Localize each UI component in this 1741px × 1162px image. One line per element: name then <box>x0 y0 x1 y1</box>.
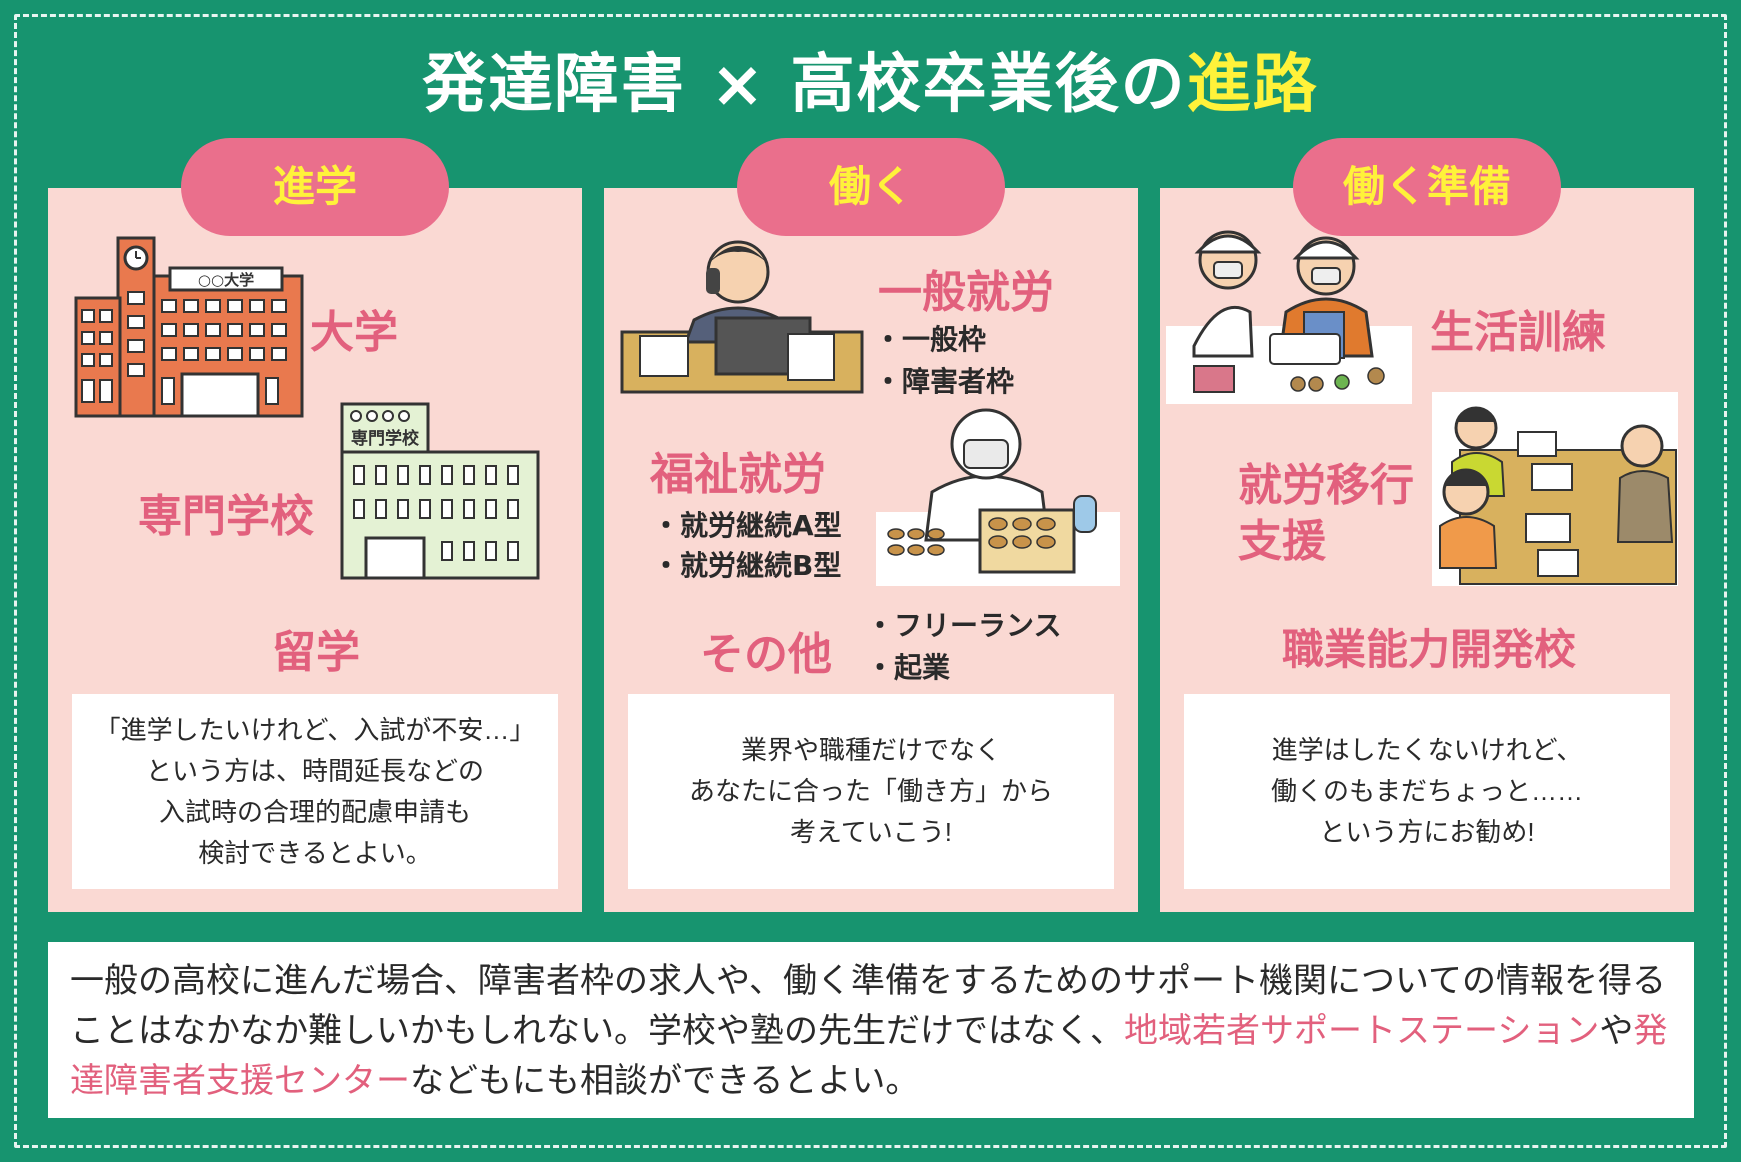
advice-text-3: などもにも相談ができるとよい。 <box>410 1062 920 1100</box>
bullet-general-quota: ・一般枠 <box>874 323 987 356</box>
bullet-disability-quota: ・障害者枠 <box>874 365 1015 398</box>
vocational-school-illustration: 専門学校 <box>340 402 540 580</box>
cooking-training-illustration <box>1166 230 1412 404</box>
page-title: 発達障害 × 高校卒業後の進路 <box>0 40 1741 130</box>
heading-work: 働く <box>737 138 1005 236</box>
label-vocational-training-school: 職業能力開発校 <box>1282 625 1577 674</box>
advice-text-1: 一般の高校に進んだ場合、障害者枠の求人や、働く準備をするためのサポート機関につい… <box>70 962 1666 1050</box>
note-text: 進学はしたくないけれど、 働くのもまだちょっと…… という方にお勧め! <box>1270 735 1583 847</box>
dashed-frame <box>14 14 1727 1148</box>
note-further-education: 「進学したいけれど、入試が不安…」 という方は、時間延長などの 入試時の合理的配… <box>72 694 558 889</box>
note-text: 「進学したいけれど、入試が不安…」 という方は、時間延長などの 入試時の合理的配… <box>94 714 536 868</box>
label-welfare-employment: 福祉就労 <box>650 449 826 500</box>
bullet-startup: ・起業 <box>866 651 951 684</box>
advice-link-youth-support-station: 地域若者サポートステーション <box>1124 1012 1600 1050</box>
advice-link-developmental-disability-center: 発達障害者支援センター <box>70 1012 1668 1100</box>
note-text: 業界や職種だけでなく あなたに合った「働き方」から 考えていこう! <box>688 735 1053 847</box>
job-transition-support-illustration <box>1432 392 1678 586</box>
note-work-preparation: 進学はしたくないけれど、 働くのもまだちょっと…… という方にお勧め! <box>1184 694 1670 889</box>
office-worker-illustration <box>620 240 864 394</box>
label-life-training: 生活訓練 <box>1430 307 1606 358</box>
university-building-illustration: ○○大学 <box>74 236 304 418</box>
label-study-abroad: 留学 <box>272 627 360 678</box>
bottom-advice-box: 一般の高校に進んだ場合、障害者枠の求人や、働く準備をするためのサポート機関につい… <box>48 942 1694 1118</box>
heading-work-preparation: 働く準備 <box>1293 138 1561 236</box>
bakery-worker-illustration <box>876 408 1120 586</box>
title-highlight: 進路 <box>1186 48 1319 122</box>
advice-text-2: や <box>1599 1012 1634 1050</box>
title-main: 発達障害 × 高校卒業後の <box>422 48 1187 122</box>
university-sign: ○○大学 <box>198 271 254 289</box>
label-other: その他 <box>700 629 832 680</box>
bullet-freelance: ・フリーランス <box>866 609 1062 642</box>
label-vocational-school: 専門学校 <box>138 491 314 542</box>
label-general-employment: 一般就労 <box>878 267 1054 318</box>
label-transition-support: 就労移行 支援 <box>1238 460 1414 567</box>
bullet-type-b: ・就労継続B型 <box>652 549 842 582</box>
heading-further-education: 進学 <box>181 138 449 236</box>
bullet-type-a: ・就労継続A型 <box>652 509 842 542</box>
vocational-sign: 専門学校 <box>351 428 420 449</box>
label-university: 大学 <box>310 307 398 358</box>
note-work: 業界や職種だけでなく あなたに合った「働き方」から 考えていこう! <box>628 694 1114 889</box>
